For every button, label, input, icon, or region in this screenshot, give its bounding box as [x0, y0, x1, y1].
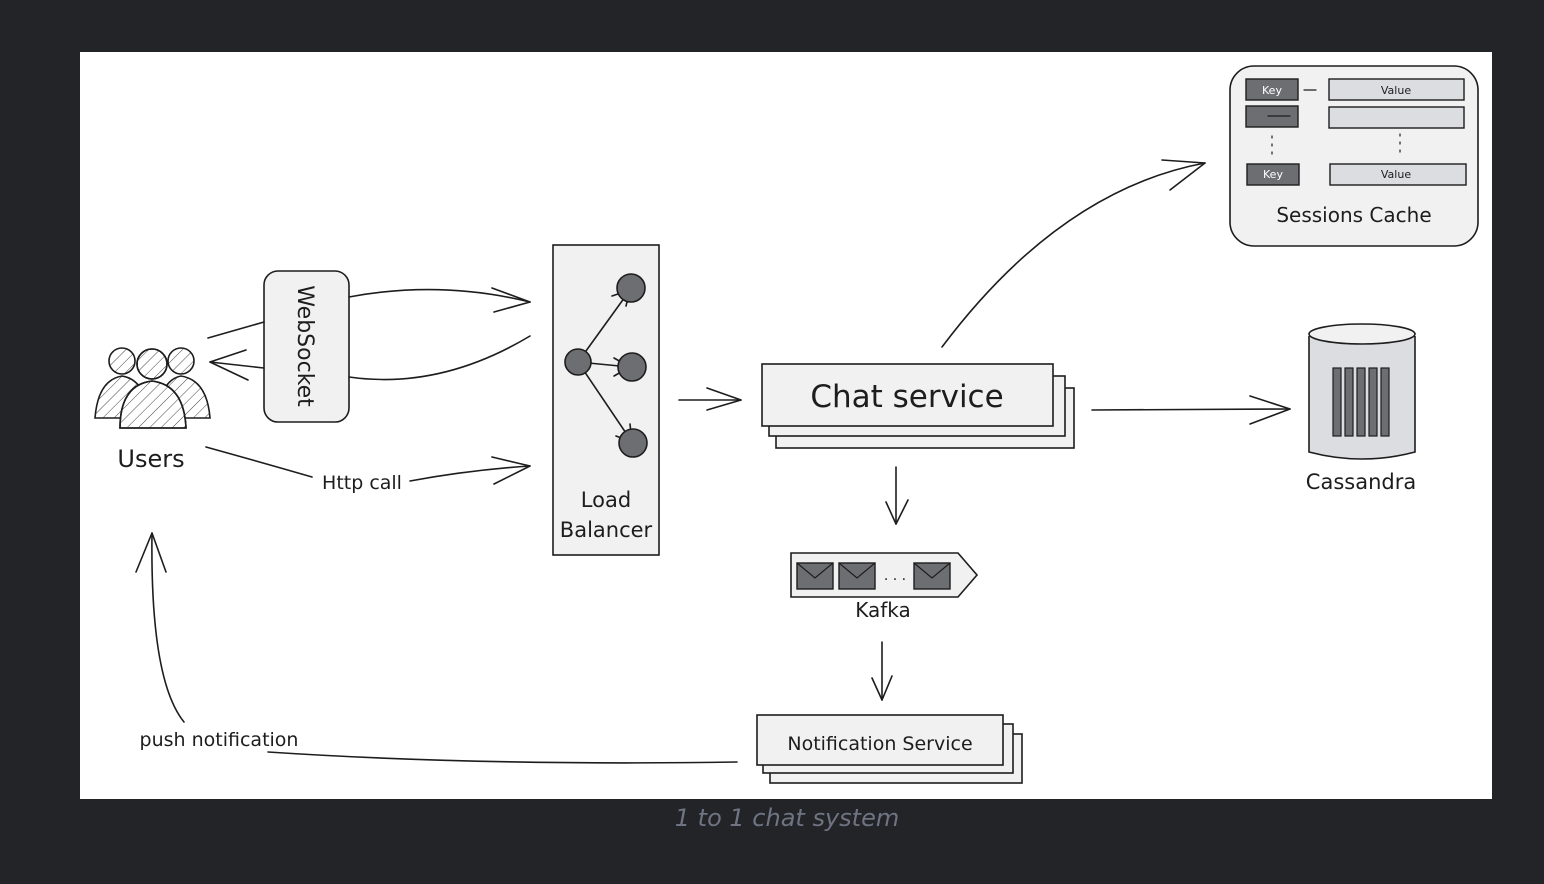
http-call-line-right	[409, 465, 531, 482]
sessions-cache-table	[1245, 78, 1467, 186]
websocket-to-lb-arrowhead	[491, 287, 531, 313]
websocket-box	[263, 270, 350, 423]
load-balancer-graph-icon	[564, 273, 648, 458]
users-icon	[94, 347, 211, 429]
chat-to-cache-arrowhead	[1161, 159, 1206, 191]
kafka-queue-icon	[790, 552, 979, 598]
chat-to-cassandra-arrowhead	[1249, 395, 1291, 425]
http-call-label: Http call	[322, 472, 402, 494]
notification-service-label: Notification Service	[787, 733, 972, 755]
architecture-diagram: Users WebSocket Http call Load Balancer …	[94, 65, 1479, 784]
load-balancer-label-line1: Load	[581, 488, 631, 512]
push-notification-arrowhead	[135, 532, 167, 573]
lb-to-websocket-line	[348, 335, 531, 381]
http-call-line-left	[205, 446, 313, 478]
kafka-to-notification-arrowhead	[871, 675, 893, 701]
kafka-label: Kafka	[855, 598, 911, 622]
cassandra-label: Cassandra	[1306, 470, 1416, 494]
push-notification-line-right	[267, 751, 738, 764]
users-to-websocket-line	[207, 321, 265, 339]
cache-key-top-label: Key	[1262, 84, 1282, 97]
lb-to-chat-arrowhead	[706, 387, 742, 411]
chat-service-label: Chat service	[810, 379, 1003, 415]
websocket-to-lb-line	[348, 288, 531, 303]
figure-caption: 1 to 1 chat system	[674, 804, 900, 832]
websocket-to-users-line	[209, 361, 265, 369]
notification-service-box	[756, 714, 1004, 766]
diagram-canvas: Users WebSocket Http call Load Balancer …	[80, 52, 1492, 799]
kafka-ellipsis: . . .	[884, 568, 906, 584]
sessions-cache-label: Sessions Cache	[1276, 203, 1431, 227]
chat-to-cache-line	[941, 162, 1206, 348]
chat-to-cassandra-line	[1091, 408, 1291, 411]
push-notification-line-left	[151, 532, 185, 723]
websocket-label: WebSocket	[292, 285, 317, 407]
http-call-arrowhead	[491, 456, 531, 485]
users-label: Users	[117, 445, 184, 473]
chat-service-box	[761, 363, 1054, 427]
load-balancer-label-line2: Balancer	[560, 518, 653, 542]
push-notification-label: push notification	[140, 729, 299, 751]
cassandra-db-icon	[1308, 323, 1416, 460]
cache-value-top-label: Value	[1381, 84, 1411, 97]
chat-to-kafka-arrowhead	[885, 499, 909, 525]
cache-value-bottom-label: Value	[1381, 168, 1411, 181]
websocket-to-users-arrowhead	[209, 349, 249, 381]
cache-key-bottom-label: Key	[1263, 168, 1283, 181]
